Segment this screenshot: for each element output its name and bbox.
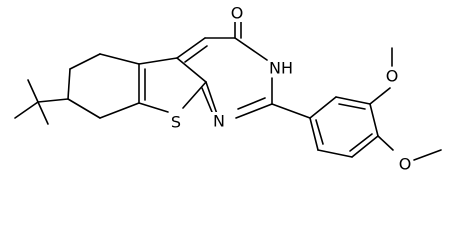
ring-nh-label: NH [269, 59, 293, 78]
bond-pyrimidine-3 [234, 37, 268, 61]
bond-thiophene-4 [138, 102, 169, 113]
bond-methoxy-upper-1 [369, 87, 391, 105]
bond-phenyl-inner-1 [338, 103, 366, 110]
bond-cyclohex-1 [67, 68, 71, 100]
bond-phenyl-3 [369, 103, 379, 137]
bond-phenyl-1 [309, 96, 337, 119]
bond-methoxy-lower-2 [413, 149, 442, 161]
carbonyl-oxygen-label: O [231, 4, 244, 23]
bond-phenyl-5 [317, 149, 353, 158]
bond-phenyl-inner-2 [349, 133, 373, 152]
bond-pyrimidine-5b [237, 97, 266, 110]
bond-thiophene-1 [138, 57, 178, 65]
bond-phenyl-2 [335, 96, 371, 105]
bond-tbu-methyl-1 [14, 101, 39, 119]
bond-cyclohex-5 [99, 102, 140, 119]
bond-tbu-methyl-3 [37, 101, 49, 125]
bond-thiophene-2 [176, 57, 207, 83]
bond-layer [14, 19, 442, 161]
bond-cyclohex-2 [69, 53, 101, 70]
bond-pyrimidine-1b [184, 45, 208, 63]
bond-to-phenyl [271, 103, 311, 119]
bond-phenyl-inner-3 [315, 119, 324, 145]
bond-thiophene-3 [182, 81, 207, 109]
bond-pyrimidine-5 [235, 103, 273, 119]
bond-pyrimidine-6 [205, 81, 219, 118]
bond-phenyl-4 [351, 135, 379, 158]
lower-methoxy-oxygen-label: O [399, 155, 412, 174]
bond-phenyl-6 [309, 117, 319, 151]
molecule-structure-diagram: O NH N S O O [14, 4, 442, 174]
bond-methoxy-lower-1 [377, 135, 394, 151]
bond-tbu-to-ring [37, 98, 69, 103]
bond-pyrimidine-1 [176, 37, 206, 59]
bond-cyclohex-3 [99, 53, 140, 65]
bond-cyclohex-6 [67, 98, 101, 119]
bond-tbu-methyl-2 [27, 79, 39, 103]
bond-pyrimidine-6b [201, 87, 213, 113]
atom-label-layer: O NH N S O O [168, 4, 413, 174]
upper-methoxy-oxygen-label: O [386, 67, 399, 86]
ring-nitrogen-label: N [213, 112, 225, 131]
thiophene-sulfur-label: S [171, 113, 181, 132]
